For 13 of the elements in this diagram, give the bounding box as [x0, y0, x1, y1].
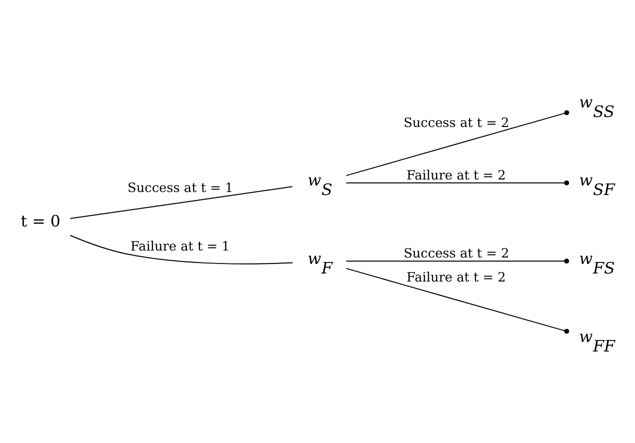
connector: [70, 234, 294, 264]
edge-label: Success at t = 1: [128, 180, 234, 196]
node-text: t = 0: [20, 210, 60, 230]
edge-label: Success at t = 2: [404, 115, 510, 130]
connector: [346, 110, 570, 176]
edge-label: Failure at t = 1: [130, 239, 230, 254]
connector: [346, 180, 570, 185]
connector: [70, 186, 293, 219]
edge-label: Failure at t = 2: [406, 270, 506, 285]
connector: [346, 258, 570, 264]
connector: [346, 267, 570, 334]
edge-label: Failure at t = 2: [406, 168, 506, 183]
edge-label: Success at t = 2: [404, 246, 510, 262]
